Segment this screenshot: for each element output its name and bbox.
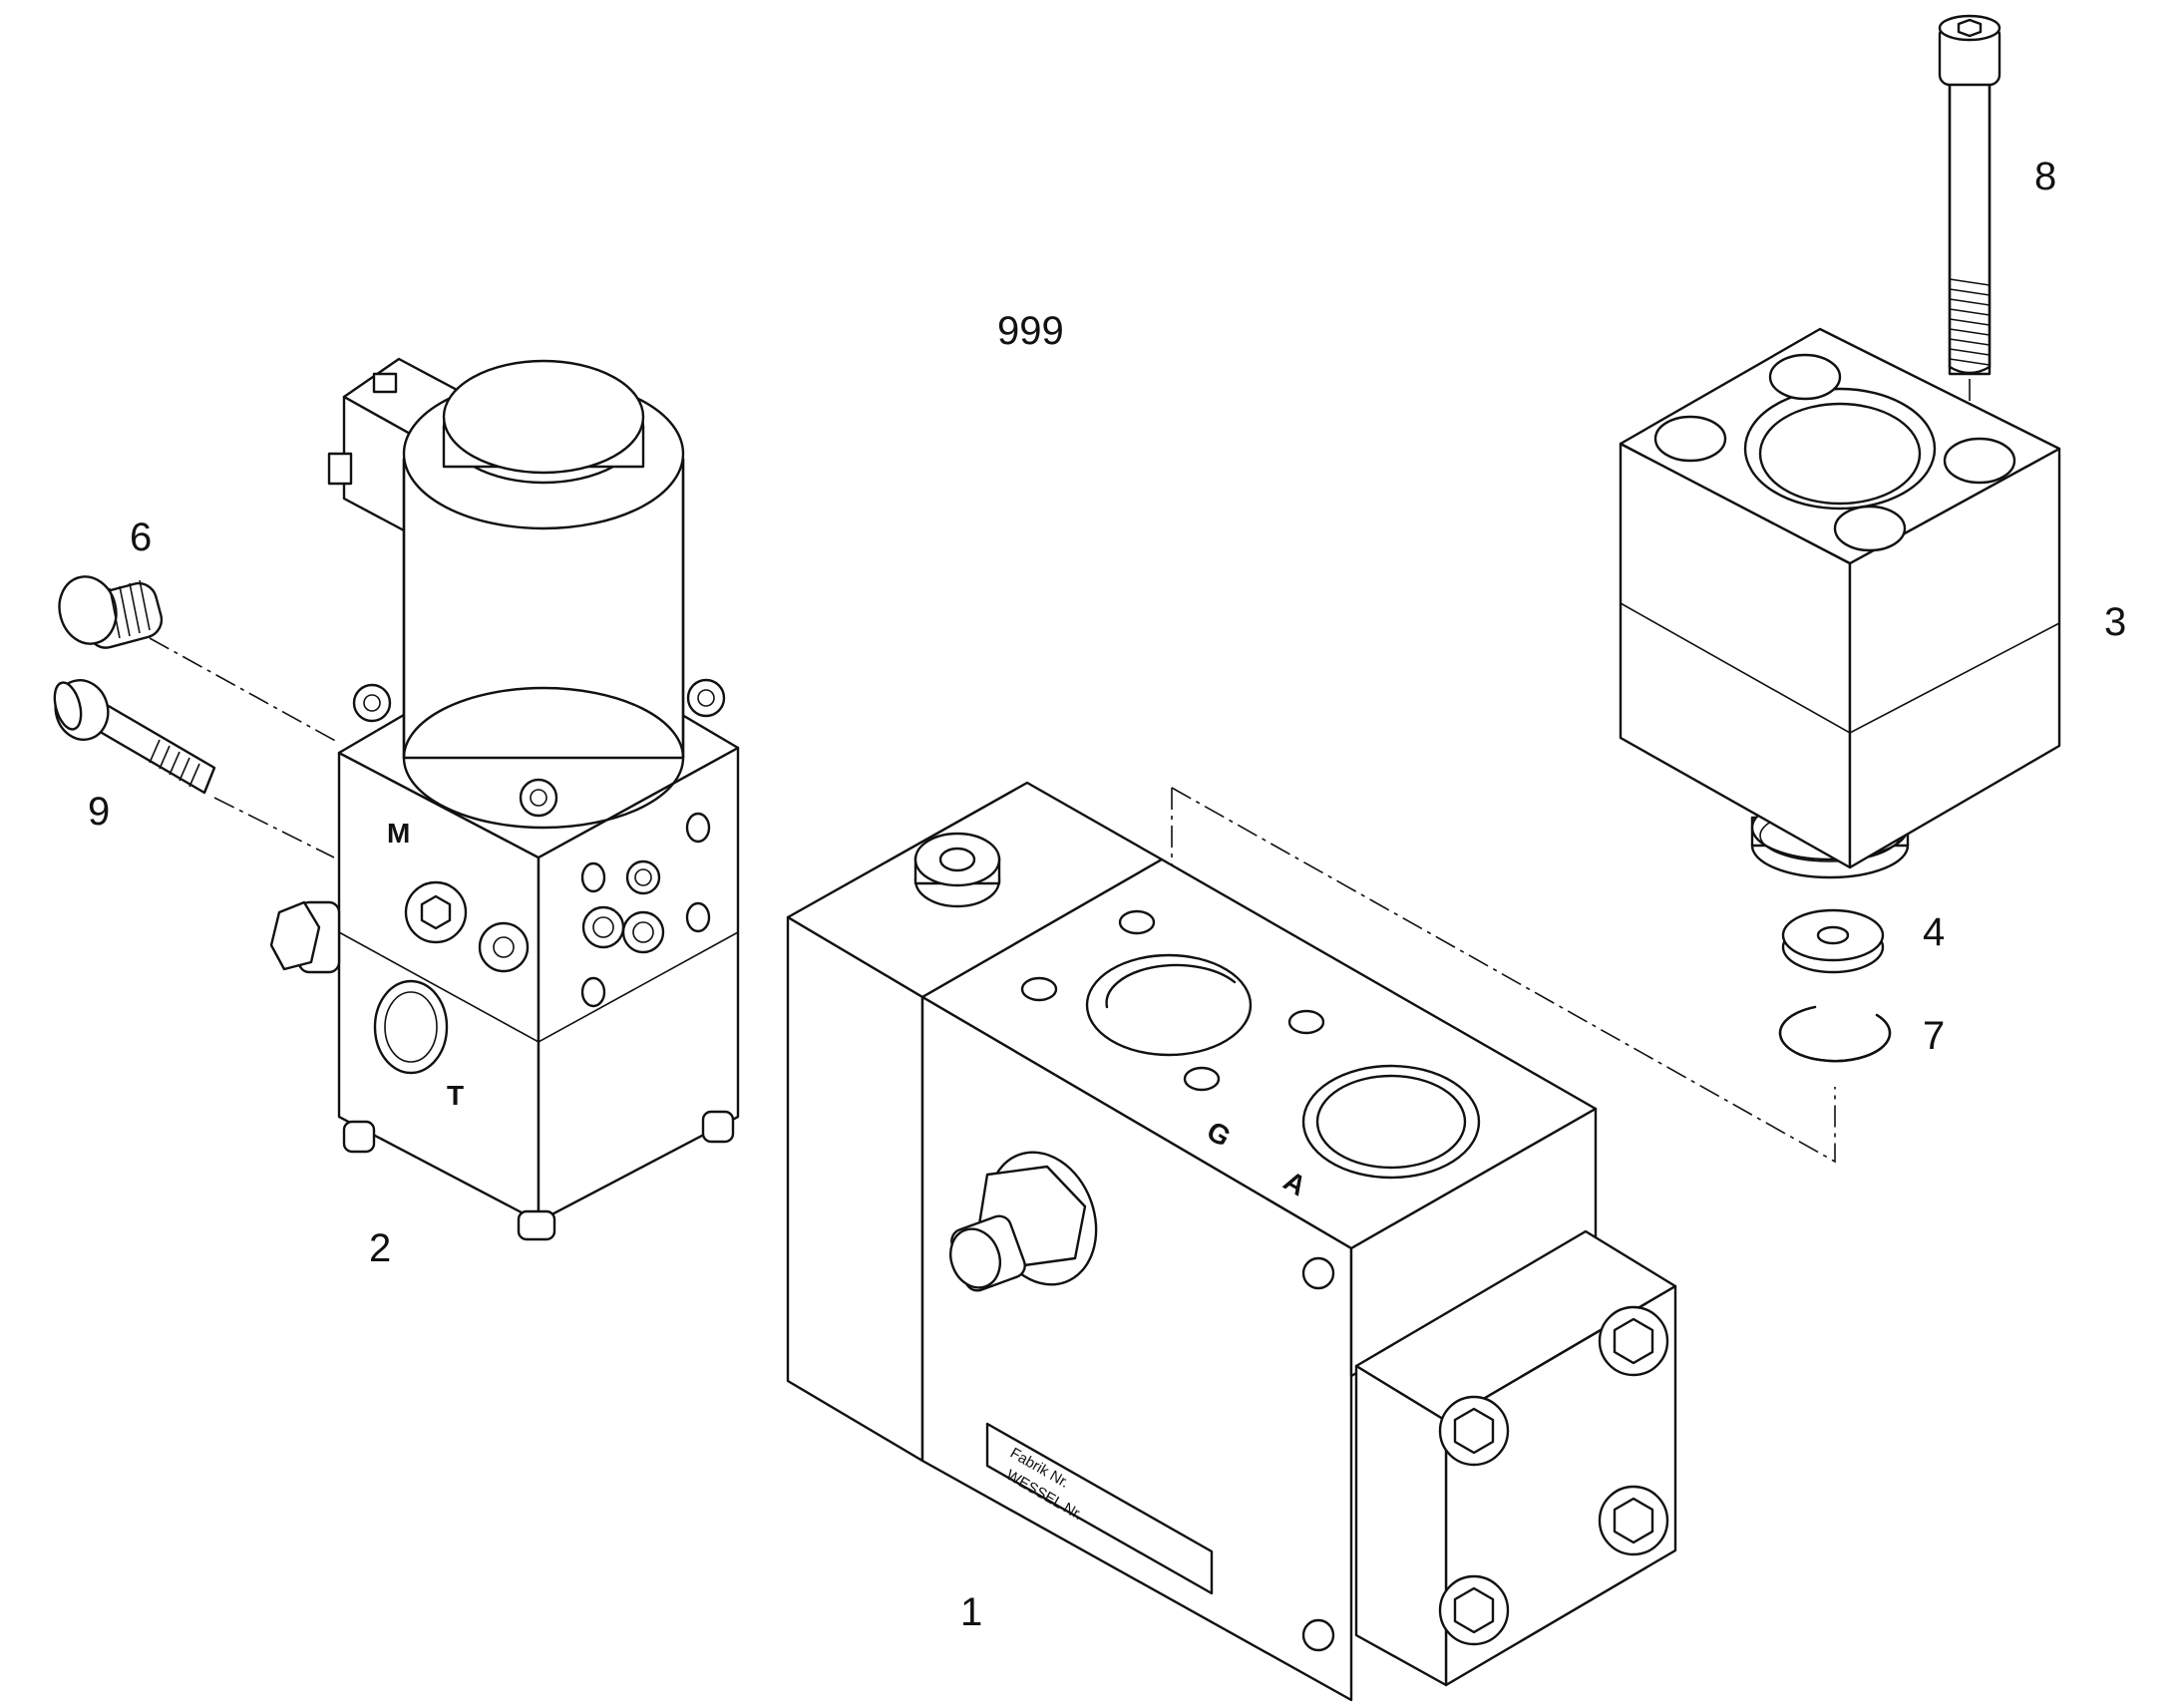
cover-screws — [1438, 1305, 1669, 1646]
callout-7: 7 — [1923, 1014, 1945, 1058]
callout-2: 2 — [369, 1226, 391, 1270]
callout-4: 4 — [1923, 910, 1945, 954]
callout-1: 1 — [960, 1590, 982, 1634]
callouts: 999 1 2 3 4 6 7 8 9 — [88, 155, 2126, 1634]
callout-9: 9 — [88, 790, 110, 834]
short-bolt — [53, 679, 216, 795]
cartridge-block — [1619, 327, 2061, 879]
port-label-t: T — [447, 1080, 464, 1111]
manifold-top-ports — [1020, 909, 1481, 1652]
callout-3: 3 — [2104, 600, 2126, 644]
callout-6: 6 — [130, 515, 152, 559]
callout-8: 8 — [2034, 155, 2056, 198]
port-label-m: M — [387, 818, 410, 849]
solenoid-valve: M T — [269, 357, 740, 1241]
long-bolt — [1938, 14, 2001, 376]
manifold-block: Fabrik Nr. WESSEL Nr. G A — [786, 781, 1677, 1702]
washer — [1781, 908, 1885, 974]
manifold-top-plug — [913, 832, 1001, 908]
plug-screw — [58, 575, 164, 649]
manifold-side-fitting — [949, 1151, 1098, 1292]
drawing-number: 999 — [997, 309, 1064, 353]
snap-ring — [1778, 1005, 1892, 1063]
